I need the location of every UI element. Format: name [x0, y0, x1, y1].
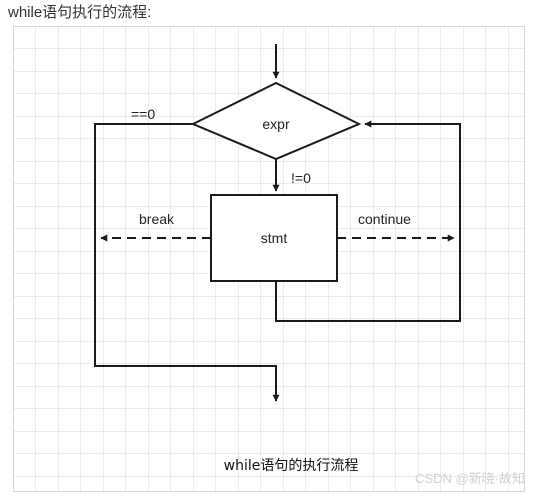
false-branch-exit-path — [94, 123, 280, 402]
diagram-caption: while语句的执行流程 — [224, 458, 359, 474]
grid-border — [13, 26, 525, 492]
loop-back-path — [275, 120, 461, 322]
decision-label: expr — [262, 116, 290, 132]
false-branch-label: ==0 — [131, 106, 155, 122]
process-box — [210, 194, 338, 282]
flowchart-canvas: expr !=0 stmt ==0 break continue while语句… — [13, 26, 525, 492]
break-label: break — [139, 211, 175, 227]
csdn-watermark: CSDN @新晓·故知 — [415, 471, 525, 486]
page-heading: while语句执行的流程: — [8, 4, 152, 21]
while-flowchart: expr !=0 stmt ==0 break continue while语句… — [13, 26, 525, 492]
continue-label: continue — [358, 211, 411, 227]
true-branch-label: !=0 — [291, 170, 311, 186]
process-label: stmt — [261, 230, 288, 246]
